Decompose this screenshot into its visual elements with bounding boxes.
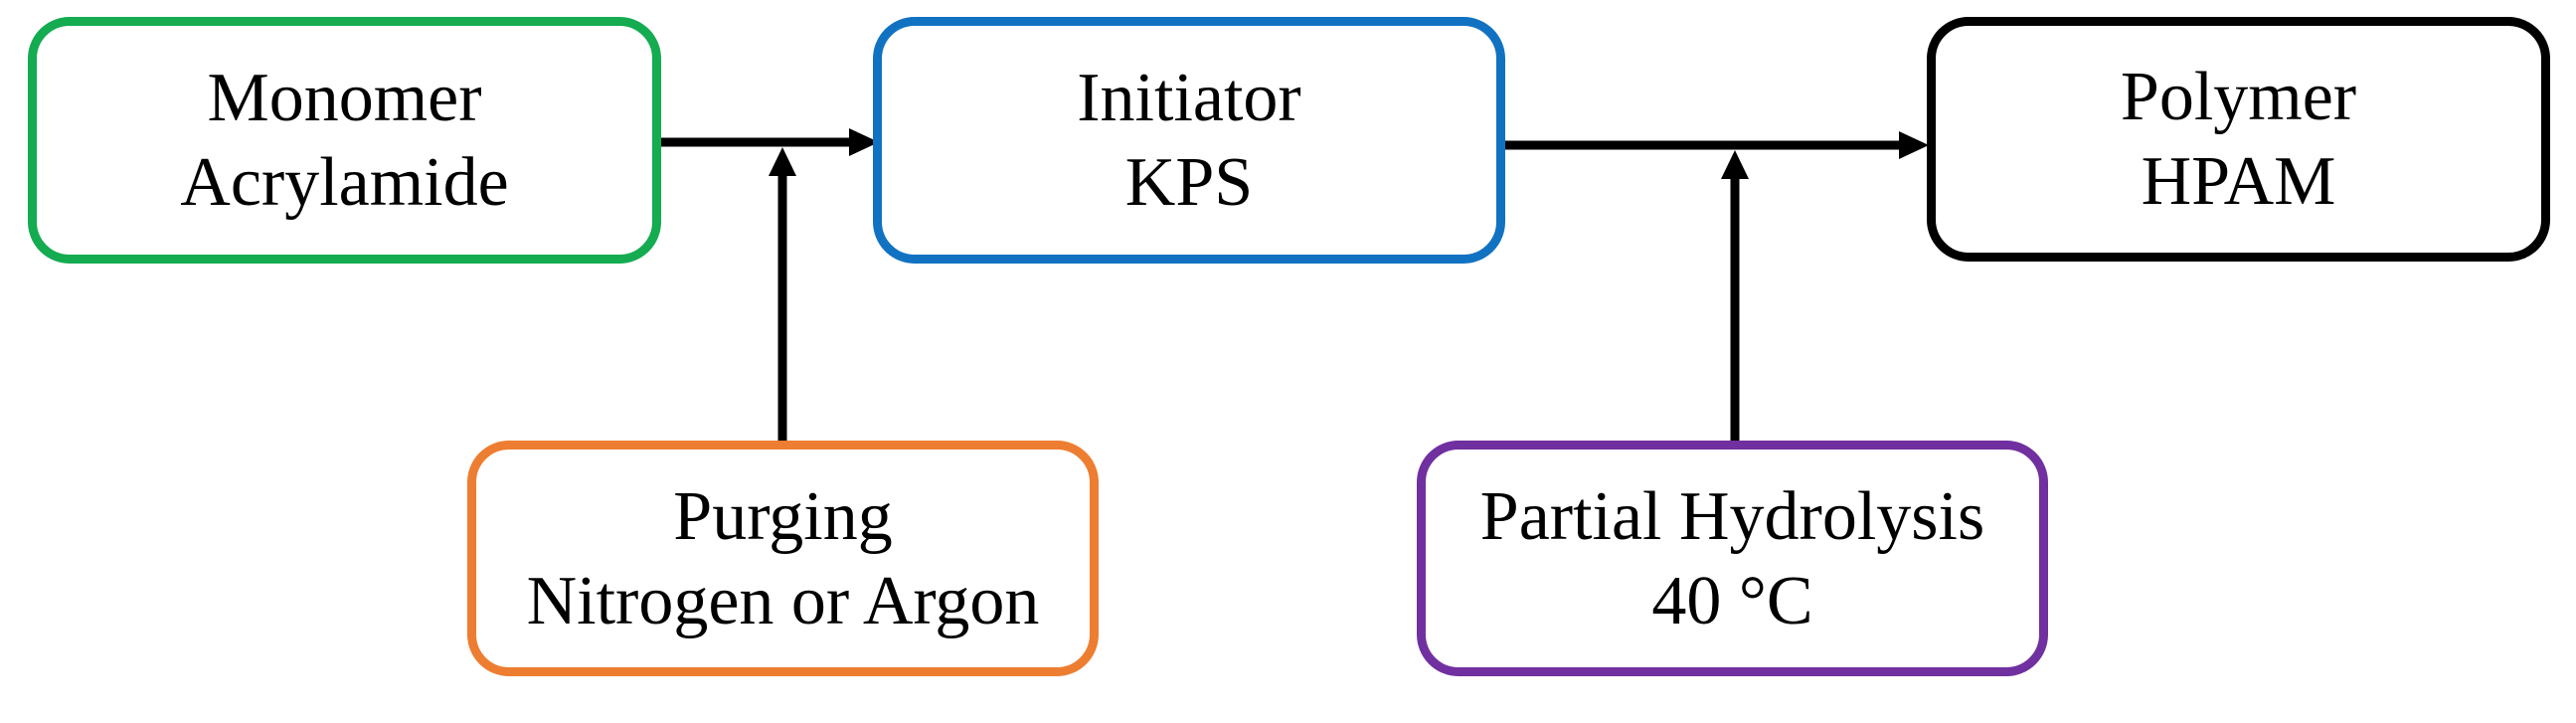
arrow-initiator-to-polymer-head [1899, 131, 1929, 159]
node-polymer-hpam: Polymer HPAM [1927, 17, 2550, 262]
node-label-line1: Polymer [2120, 59, 2357, 135]
node-purging-nitrogen-argon: Purging Nitrogen or Argon [467, 441, 1099, 676]
arrow-hydrolysis-up-head [1721, 150, 1749, 179]
node-partial-hydrolysis: Partial Hydrolysis 40 °C [1417, 441, 2048, 676]
arrow-purging-up-head [769, 147, 796, 176]
node-label-line1: Monomer [207, 60, 482, 136]
node-label-line1: Partial Hydrolysis [1479, 477, 1985, 555]
node-label-line2: Nitrogen or Argon [526, 562, 1040, 639]
node-initiator-kps: Initiator KPS [873, 17, 1505, 264]
node-label-line2: HPAM [2141, 143, 2336, 220]
node-label-line1: Initiator [1077, 60, 1301, 136]
node-label-line2: KPS [1124, 144, 1254, 221]
node-label-line1: Purging [673, 477, 893, 555]
node-label-line2: Acrylamide [180, 144, 509, 221]
node-monomer-acrylamide: Monomer Acrylamide [28, 17, 661, 264]
node-label-line2: 40 °C [1651, 562, 1813, 639]
